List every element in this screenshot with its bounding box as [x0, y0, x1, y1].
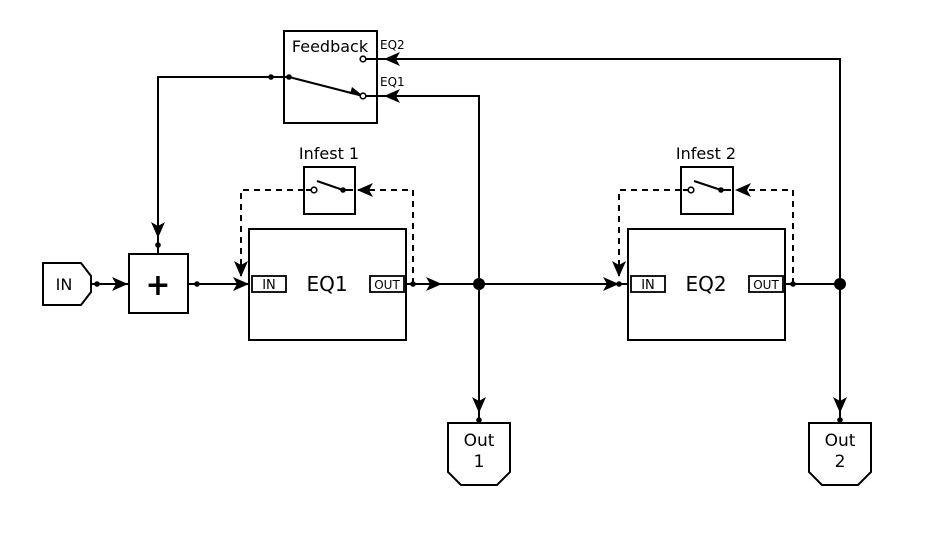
out2-label-line2: 2: [835, 452, 846, 472]
node-summer-out: [194, 281, 200, 287]
summer-block: +: [128, 253, 189, 314]
arrow-into-summer: [112, 277, 128, 291]
out1-terminal: Out 1: [447, 422, 511, 486]
input-terminal-label: IN: [56, 275, 73, 294]
eq2-in-port: [630, 275, 666, 293]
feedback-block: Feedback EQ2 EQ1: [268, 30, 405, 124]
node-summer-top: [155, 242, 161, 248]
node-input-out: [94, 281, 100, 287]
input-terminal-shape: [42, 262, 92, 306]
node-eq2-in: [616, 281, 622, 287]
infest2-return-path: [733, 189, 794, 284]
infest1-switch-arm: [316, 180, 344, 191]
infest2-pivot: [718, 187, 724, 193]
eq2-out-port-label: OUT: [753, 278, 779, 292]
eq2-block: IN OUT EQ2: [627, 228, 786, 341]
wire-feedback-to-summer: [157, 76, 289, 254]
out2-label-line1: Out: [825, 431, 856, 451]
infest1-block: Infest 1: [299, 144, 359, 215]
out1-label-line1: Out: [464, 431, 495, 451]
eq1-title: EQ1: [306, 272, 347, 296]
infest2-switch-arm: [693, 180, 722, 191]
infest1-return-path: [355, 189, 414, 284]
eq2-out-port: [748, 275, 784, 293]
node-eq1-out: [410, 281, 416, 287]
out1-label-line2: 1: [474, 452, 485, 472]
arrow-into-eq2: [603, 277, 619, 291]
eq1-in-port: [251, 275, 287, 293]
arrow-into-out2: [833, 397, 847, 413]
feedback-pivot: [286, 74, 292, 80]
arrow-into-feedback-eq1: [384, 89, 400, 103]
infest2-title: Infest 2: [676, 144, 736, 163]
out1-shape: [447, 422, 511, 486]
infest2-block: Infest 2: [676, 144, 736, 215]
feedback-contact-eq1: [359, 92, 367, 100]
wires: [90, 58, 841, 420]
node-out2-in: [837, 417, 843, 423]
node-out1-in: [476, 417, 482, 423]
feedback-output-node: [268, 74, 274, 80]
summer-box: [128, 253, 189, 314]
feedback-title: Feedback: [292, 37, 369, 56]
arrowheads: [112, 52, 847, 413]
arrow-infest2-return: [612, 261, 626, 277]
junction-eq2: [834, 278, 846, 290]
feedback-switch-arrow: [350, 87, 362, 95]
infest1-pivot: [340, 187, 346, 193]
arrow-into-infest2: [735, 183, 751, 197]
eq1-block: IN OUT EQ1: [248, 228, 407, 341]
node-eq2-out: [790, 281, 796, 287]
wire-eq1-to-feedback: [363, 95, 480, 284]
feedback-port-eq2-label: EQ2: [380, 38, 405, 52]
feedback-port-eq1-label: EQ1: [380, 75, 405, 89]
arrow-infest1-return: [234, 261, 248, 277]
input-terminal: IN: [42, 262, 92, 306]
eq1-in-port-label: IN: [262, 278, 276, 293]
arrow-into-summer-top: [151, 222, 165, 238]
infest2-loop: [618, 189, 794, 284]
infest1-contact: [310, 186, 318, 194]
junction-eq1: [473, 278, 485, 290]
out2-terminal: Out 2: [808, 422, 872, 486]
eq1-out-port: [369, 275, 405, 293]
eq2-title: EQ2: [685, 272, 726, 296]
connection-nodes: [94, 242, 846, 423]
infest1-title: Infest 1: [299, 144, 359, 163]
arrow-into-feedback-eq2: [384, 52, 400, 66]
feedback-contact-eq2: [359, 55, 367, 63]
out2-shape: [808, 422, 872, 486]
arrow-into-infest1: [357, 183, 373, 197]
eq1-out-port-label: OUT: [374, 278, 400, 292]
summer-symbol: +: [145, 268, 170, 303]
arrow-into-out1: [472, 397, 486, 413]
infest2-contact: [687, 186, 695, 194]
infest1-loop: [240, 189, 414, 284]
arrow-eq1-out: [426, 277, 442, 291]
node-eq1-in: [238, 281, 244, 287]
feedback-box: [283, 30, 378, 124]
wire-eq2-to-feedback: [363, 58, 841, 284]
eq2-in-port-label: IN: [641, 278, 655, 293]
